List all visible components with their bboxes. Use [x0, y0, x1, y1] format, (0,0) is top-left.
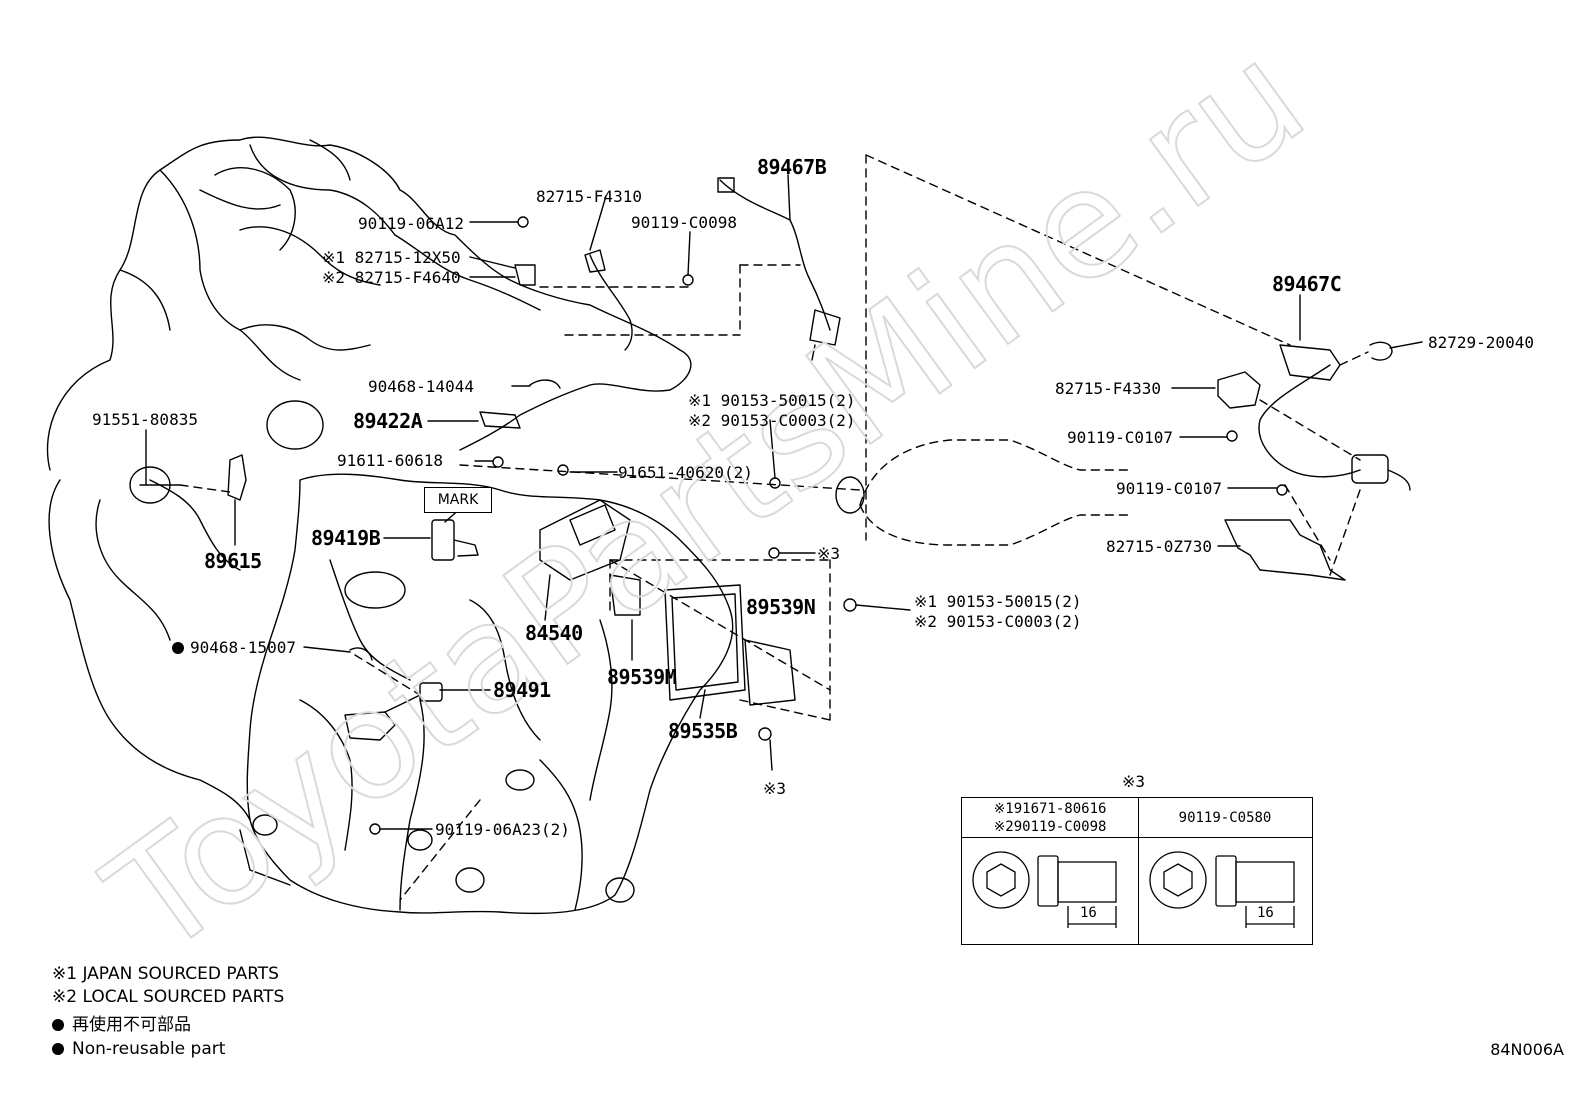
label-note-3-table: ※3 — [1122, 772, 1146, 791]
label-90153-C0003-a: ※2 90153-C0003(2) — [688, 411, 856, 430]
torque-left-dim: 16 — [1080, 905, 1097, 921]
torque-col-right-head: 90119-C0580 — [1138, 798, 1312, 838]
label-89467C: 89467C — [1272, 272, 1342, 296]
label-82715-F4310: 82715-F4310 — [536, 187, 642, 206]
legend-dot-2 — [52, 1043, 64, 1055]
label-note-3-b: ※3 — [763, 779, 787, 798]
label-89467B: 89467B — [757, 155, 827, 179]
torque-left-line1: ※191671-80616 — [993, 801, 1107, 817]
label-84540: 84540 — [525, 621, 583, 645]
torque-col-right: 90119-C0580 16 — [1138, 798, 1312, 944]
torque-spec-table: ※191671-80616 ※290119-C0098 16 90119-C05… — [961, 797, 1313, 945]
label-90119-C0107-b: 90119-C0107 — [1116, 479, 1222, 498]
ecu-outline — [664, 584, 746, 701]
label-89422A: 89422A — [353, 409, 423, 433]
label-90153-50015-b: ※1 90153-50015(2) — [914, 592, 1082, 611]
legend-japan-sourced: ※1 JAPAN SOURCED PARTS — [52, 964, 279, 984]
torque-col-left-head: ※191671-80616 ※290119-C0098 — [962, 798, 1138, 838]
label-89491: 89491 — [493, 678, 551, 702]
label-90468-14044: 90468-14044 — [368, 377, 474, 396]
label-90119-C0107-a: 90119-C0107 — [1067, 428, 1173, 447]
label-90153-50015-a: ※1 90153-50015(2) — [688, 391, 856, 410]
label-90153-C0003-b: ※2 90153-C0003(2) — [914, 612, 1082, 631]
label-89539M: 89539M — [607, 665, 677, 689]
engine-outline-left — [48, 479, 251, 821]
mark-label: MARK — [424, 487, 492, 513]
legend-dot-1 — [52, 1019, 64, 1031]
label-82715-F4640: ※2 82715-F4640 — [322, 268, 461, 287]
label-89419B: 89419B — [311, 526, 381, 550]
transaxle-outline — [246, 473, 734, 915]
label-90468-15007: 90468-15007 — [190, 638, 296, 657]
torque-right-dim: 16 — [1257, 905, 1274, 921]
legend-non-reusable-jp: 再使用不可部品 — [72, 1015, 191, 1035]
non-reusable-dot — [172, 642, 184, 654]
label-82715-12X50: ※1 82715-12X50 — [322, 248, 461, 267]
torque-left-line2: ※290119-C0098 — [993, 819, 1107, 835]
label-90119-C0098: 90119-C0098 — [631, 213, 737, 232]
label-90119-06A12: 90119-06A12 — [358, 214, 464, 233]
exhaust-pipe-outline — [859, 439, 1131, 506]
label-91651-40620: 91651-40620(2) — [618, 463, 753, 482]
label-89539N: 89539N — [746, 595, 816, 619]
label-91551-80835: 91551-80835 — [92, 410, 198, 429]
diagram-code: 84N006A — [1490, 1040, 1564, 1059]
label-82715-F4330: 82715-F4330 — [1055, 379, 1161, 398]
label-note-3-a: ※3 — [817, 544, 841, 563]
label-82729-20040: 82729-20040 — [1428, 333, 1534, 352]
legend-non-reusable-en: Non-reusable part — [72, 1039, 226, 1059]
torque-col-left: ※191671-80616 ※290119-C0098 16 — [962, 798, 1139, 944]
label-82715-0Z730: 82715-0Z730 — [1106, 537, 1212, 556]
legend-local-sourced: ※2 LOCAL SOURCED PARTS — [52, 987, 285, 1007]
label-89615: 89615 — [204, 549, 262, 573]
label-90119-06A23: 90119-06A23(2) — [435, 820, 570, 839]
label-91611-60618: 91611-60618 — [337, 451, 443, 470]
label-89535B: 89535B — [668, 719, 738, 743]
